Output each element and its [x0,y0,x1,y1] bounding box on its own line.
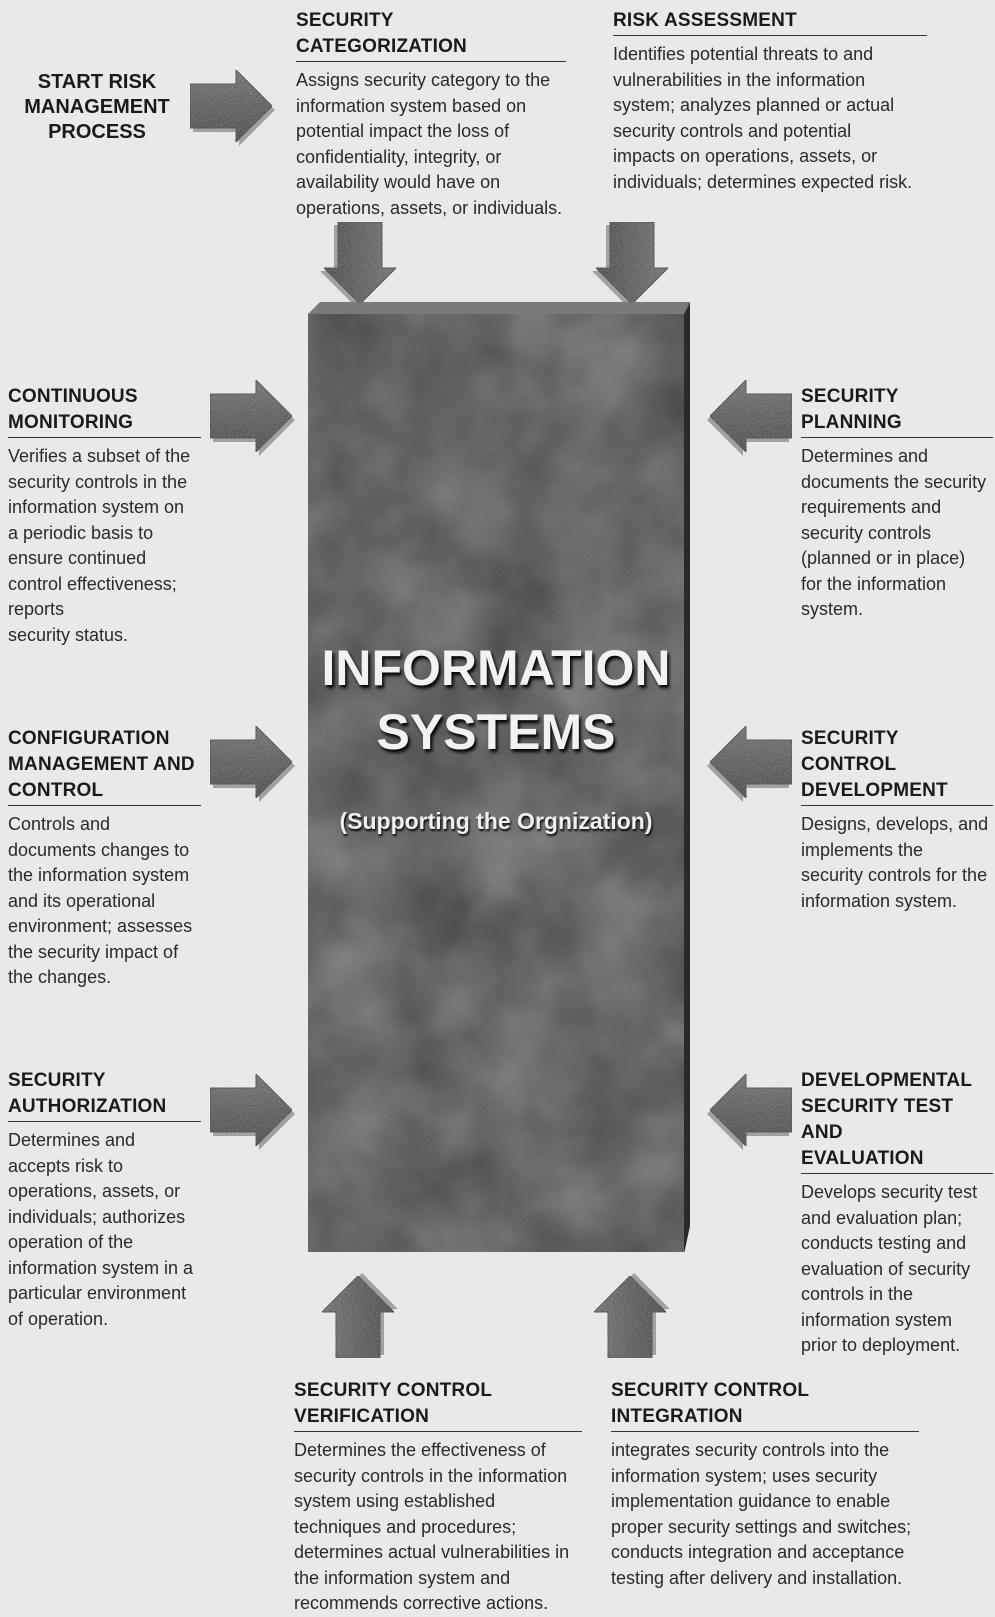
slab-title: INFORMATION SYSTEMS [321,640,671,760]
configuration-management-title: CONFIGURATION MANAGEMENT AND CONTROL [8,726,201,806]
developmental-test-block: DEVELOPMENTAL SECURITY TEST AND EVALUATI… [801,1068,993,1359]
slab-subtitle: (Supporting the Orgnization) [339,808,653,834]
security-authorization-title: SECURITY AUTHORIZATION [8,1068,201,1122]
security-control-development-desc: Designs, develops, and implements the se… [801,814,989,911]
security-control-verification-block: SECURITY CONTROL VERIFICATION Determines… [294,1378,582,1617]
left-arrow-icon [704,376,796,460]
security-control-verification-desc: Determines the effectiveness of security… [294,1440,570,1613]
developmental-test-title: DEVELOPMENTAL SECURITY TEST AND EVALUATI… [801,1068,993,1174]
up-arrow-icon [590,1272,674,1364]
security-control-integration-title: SECURITY CONTROL INTEGRATION [611,1378,919,1432]
security-categorization-desc: Assigns security category to the informa… [296,70,563,218]
right-arrow-icon [206,376,298,460]
risk-assessment-title: RISK ASSESSMENT [613,8,927,36]
configuration-management-block: CONFIGURATION MANAGEMENT AND CONTROL Con… [8,726,201,991]
continuous-monitoring-title: CONTINUOUS MONITORING [8,384,201,438]
down-arrow-icon [318,216,402,306]
security-planning-block: SECURITY PLANNING Determines and documen… [801,384,993,623]
security-categorization-title: SECURITY CATEGORIZATION [296,8,566,62]
configuration-management-desc: Controls and documents changes to the in… [8,814,193,987]
security-control-verification-title: SECURITY CONTROL VERIFICATION [294,1378,582,1432]
security-control-development-block: SECURITY CONTROL DEVELOPMENT Designs, de… [801,726,993,914]
continuous-monitoring-block: CONTINUOUS MONITORING Verifies a subset … [8,384,201,648]
security-control-integration-block: SECURITY CONTROL INTEGRATION integrates … [611,1378,919,1591]
security-planning-desc: Determines and documents the security re… [801,446,987,619]
right-arrow-icon [206,1070,298,1154]
developmental-test-desc: Develops security test and evaluation pl… [801,1182,978,1355]
continuous-monitoring-desc: Verifies a subset of the security contro… [8,446,191,645]
security-authorization-desc: Determines and accepts risk to operation… [8,1130,194,1329]
security-categorization-block: SECURITY CATEGORIZATION Assigns security… [296,8,566,221]
left-arrow-icon [704,722,796,806]
security-control-development-title: SECURITY CONTROL DEVELOPMENT [801,726,993,806]
security-authorization-block: SECURITY AUTHORIZATION Determines and ac… [8,1068,201,1332]
start-process-label: START RISK MANAGEMENT PROCESS [24,71,170,143]
up-arrow-icon [318,1272,402,1364]
left-arrow-icon [704,1070,796,1154]
security-planning-title: SECURITY PLANNING [801,384,993,438]
start-arrow-icon [186,66,278,150]
information-systems-slab [308,302,698,1254]
risk-assessment-desc: Identifies potential threats to and vuln… [613,44,913,192]
right-arrow-icon [206,722,298,806]
down-arrow-icon [590,216,674,306]
risk-assessment-block: RISK ASSESSMENT Identifies potential thr… [613,8,927,195]
security-control-integration-desc: integrates security controls into the in… [611,1440,912,1588]
